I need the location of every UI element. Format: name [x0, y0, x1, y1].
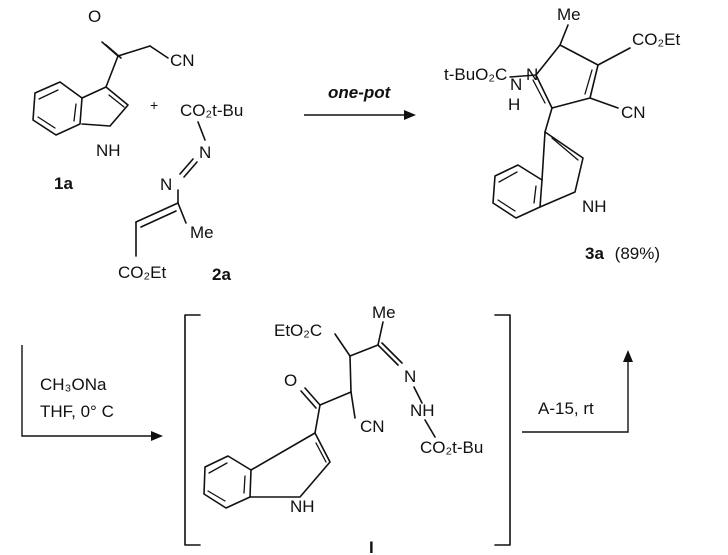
- reagent-sodium-methoxide: CH₃ONa: [40, 375, 107, 394]
- benzene-ring-3a: [492, 164, 543, 219]
- ethyl-ester-I: EtO₂C: [274, 321, 322, 340]
- step1-arrow: CH₃ONa THF, 0° C: [21, 345, 163, 441]
- compound-1a: O CN NH 1a: [32, 7, 195, 193]
- benzene-ring-1a: [32, 81, 83, 136]
- azo-n1-2a: N: [199, 143, 211, 162]
- pyrrole-part-3a: [539, 131, 584, 208]
- imine-n-I: N: [404, 367, 416, 386]
- pyrrole-n-3a: N: [526, 65, 538, 84]
- ethyl-ester-2a: CO₂Et: [118, 263, 166, 282]
- label-2a: 2a: [212, 265, 231, 284]
- hydrazine-n-3a: N: [510, 75, 522, 94]
- hydrazine-h-3a: H: [508, 95, 520, 114]
- label-I: I: [369, 538, 374, 555]
- label-1a: 1a: [54, 174, 73, 193]
- compound-3a: Me CO₂Et CN N t-BuO₂C N H NH 3a (89%): [444, 5, 680, 263]
- solvent-temperature: THF, 0° C: [40, 402, 114, 421]
- ethyl-ester-3a: CO₂Et: [632, 30, 680, 49]
- plus-sign: +: [150, 97, 158, 113]
- label-3a: 3a: [585, 244, 604, 263]
- benzene-ring-I: [203, 455, 252, 509]
- compound-2a: CO₂t-Bu N N Me CO₂Et 2a: [118, 101, 243, 284]
- methyl-I: Me: [372, 303, 396, 322]
- azo-n2-2a: N: [160, 175, 172, 194]
- one-pot-label: one-pot: [328, 83, 392, 102]
- pyrrole-ring-1a: [81, 86, 129, 127]
- indole-nh-1a: NH: [96, 141, 121, 160]
- indole-nh-I: NH: [290, 497, 315, 516]
- indole-nh-3a: NH: [582, 197, 607, 216]
- yield-3a: (89%): [615, 244, 660, 263]
- carbonyl-oxygen-1a: O: [88, 7, 101, 26]
- methyl-2a: Me: [190, 223, 214, 242]
- carbonyl-oxygen-I: O: [284, 371, 297, 390]
- nitrile-1a: CN: [170, 51, 195, 70]
- pyrrole-part-I: [249, 432, 331, 498]
- right-bracket: [494, 314, 511, 546]
- svg-text:3a (89%): 3a (89%): [585, 244, 660, 263]
- hydrazide-nh-I: NH: [410, 401, 435, 420]
- boc-ester-2a: CO₂t-Bu: [180, 101, 243, 120]
- left-bracket: [184, 314, 201, 546]
- one-pot-arrow: one-pot: [304, 83, 416, 120]
- step2-arrow: A-15, rt: [522, 350, 633, 433]
- methyl-3a: Me: [557, 5, 581, 24]
- nitrile-3a: CN: [621, 103, 646, 122]
- nitrile-I: CN: [360, 417, 385, 436]
- pyrrole-ring-3a: [535, 44, 599, 109]
- intermediate-I: EtO₂C Me N NH CO₂t-Bu O CN NH I: [203, 303, 483, 555]
- boc-ester-I: CO₂t-Bu: [420, 438, 483, 457]
- boc-group-3a: t-BuO₂C: [444, 65, 507, 84]
- reagent-amberlyst: A-15, rt: [538, 399, 594, 418]
